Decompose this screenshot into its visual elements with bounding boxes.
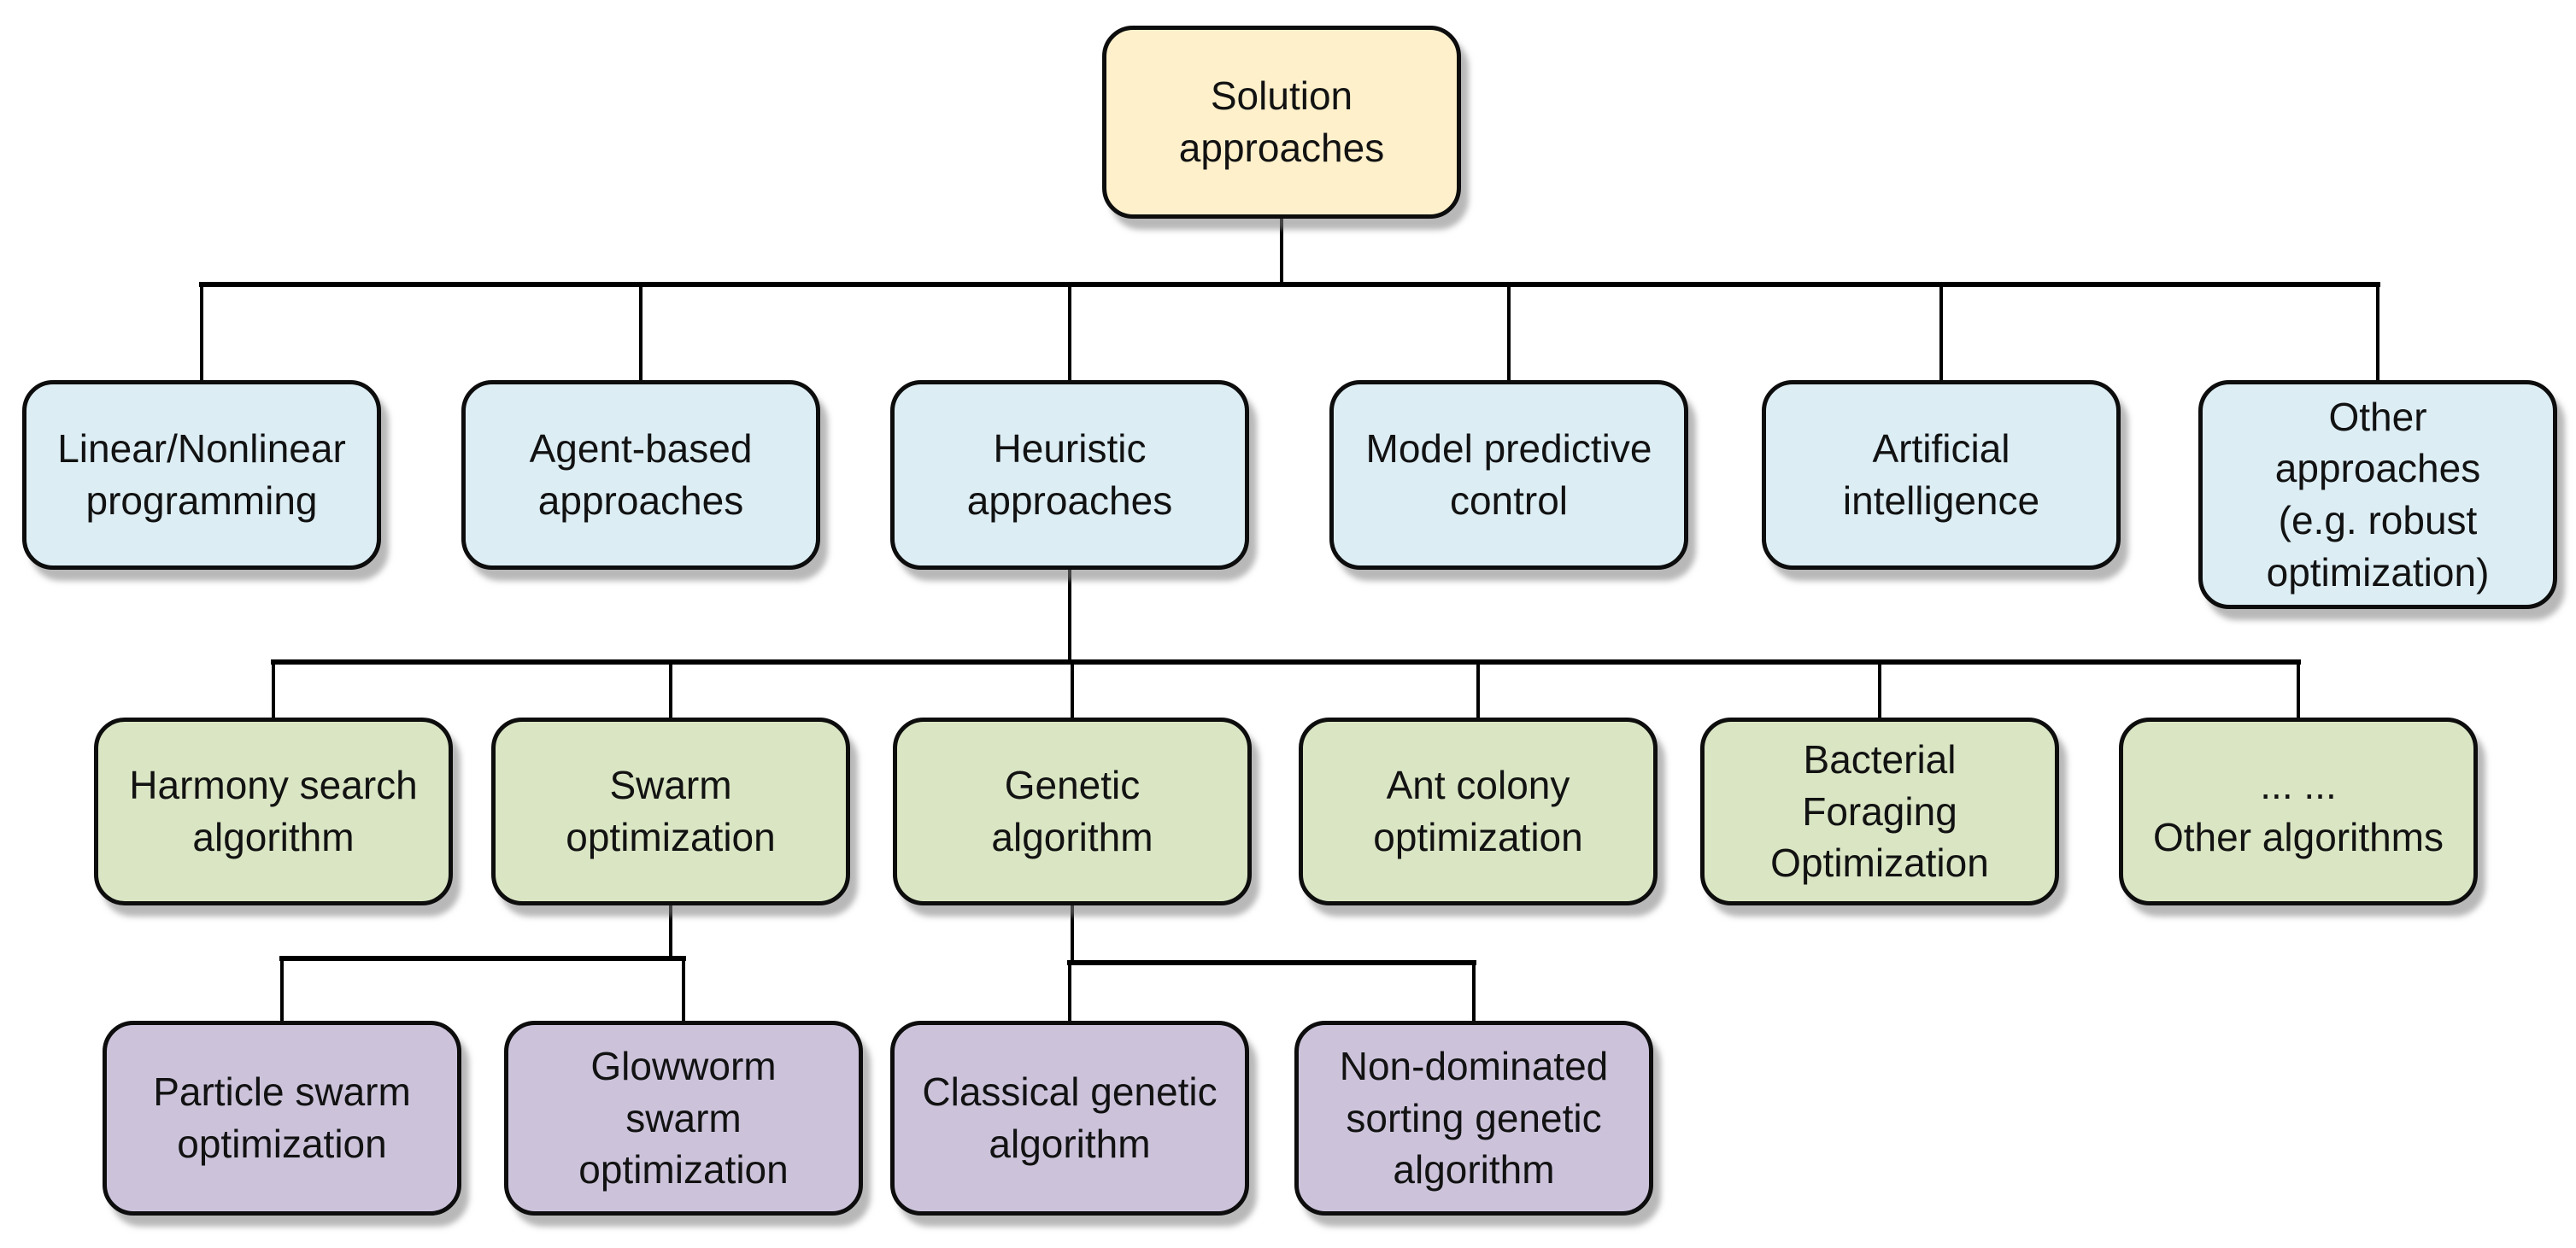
node-label-line: intelligence: [1842, 478, 2040, 523]
node-label-line: approaches: [537, 478, 744, 523]
node-other-algorithms: ... ... Other algorithms: [2119, 718, 2478, 905]
node-linear-nonlinear-programming: Linear/Nonlinear programming: [22, 380, 381, 570]
node-label-line: algorithm: [1393, 1147, 1555, 1192]
node-label-line: control: [1449, 478, 1569, 523]
node-label-line: optimization): [2266, 549, 2490, 595]
node-label-line: Glowworm: [590, 1043, 777, 1088]
node-agent-based-approaches: Agent-based approaches: [461, 380, 820, 570]
node-ant-colony-optimization: Ant colony optimization: [1299, 718, 1658, 905]
node-label-line: Harmony search: [129, 763, 418, 808]
node-label-line: ... ...: [2260, 763, 2337, 808]
node-label-line: Bacterial: [1803, 736, 1957, 782]
node-label-line: Swarm: [609, 763, 732, 808]
node-label-line: Foraging: [1802, 788, 1957, 834]
node-harmony-search-algorithm: Harmony search algorithm: [94, 718, 453, 905]
node-label-line: approaches: [1178, 126, 1385, 170]
node-label-line: Linear/Nonlinear: [57, 426, 346, 472]
node-heuristic-approaches: Heuristic approaches: [890, 380, 1249, 570]
node-label-line: approaches: [2274, 446, 2481, 491]
node-label-line: sorting genetic: [1346, 1095, 1602, 1140]
node-non-dominated-sorting-genetic-algorithm: Non-dominated sorting genetic algorithm: [1294, 1021, 1653, 1216]
node-label-line: Model predictive: [1365, 426, 1652, 472]
node-label-line: algorithm: [192, 815, 355, 859]
node-label-line: programming: [85, 478, 318, 523]
node-label-line: Other: [2328, 394, 2427, 439]
node-label-line: algorithm: [991, 815, 1153, 859]
node-label-line: Heuristic: [993, 426, 1147, 472]
node-glowworm-swarm-optimization: Glowworm swarm optimization: [504, 1021, 863, 1216]
node-label-line: Solution: [1210, 73, 1353, 119]
node-label-line: Non-dominated: [1339, 1043, 1609, 1088]
node-label-line: optimization: [177, 1122, 387, 1166]
node-label-line: Classical genetic: [922, 1069, 1218, 1115]
node-genetic-algorithm: Genetic algorithm: [893, 718, 1252, 905]
node-label-line: approaches: [966, 478, 1173, 523]
node-solution-approaches: Solution approaches: [1102, 26, 1461, 219]
node-label-line: (e.g. robust: [2278, 498, 2478, 542]
node-label-line: Artificial: [1872, 426, 2010, 472]
node-label-line: Particle swarm: [153, 1069, 411, 1115]
node-model-predictive-control: Model predictive control: [1329, 380, 1688, 570]
node-artificial-intelligence: Artificial intelligence: [1762, 380, 2121, 570]
node-label-line: swarm: [625, 1095, 742, 1140]
node-other-approaches-e-g-robust-optimization: Other approaches (e.g. robust optimization): [2198, 380, 2557, 609]
node-label-line: Other algorithms: [2152, 815, 2444, 859]
node-label-line: Genetic: [1004, 763, 1141, 808]
node-label-line: optimization: [1373, 815, 1583, 859]
node-label-line: Agent-based: [529, 426, 753, 472]
node-classical-genetic-algorithm: Classical genetic algorithm: [890, 1021, 1249, 1216]
node-label-line: optimization: [578, 1147, 789, 1192]
node-label-line: algorithm: [989, 1122, 1151, 1166]
node-label-line: optimization: [566, 815, 776, 859]
node-particle-swarm-optimization: Particle swarm optimization: [103, 1021, 461, 1216]
node-label-line: Optimization: [1770, 841, 1989, 886]
node-label-line: Ant colony: [1386, 763, 1570, 808]
node-swarm-optimization: Swarm optimization: [491, 718, 850, 905]
